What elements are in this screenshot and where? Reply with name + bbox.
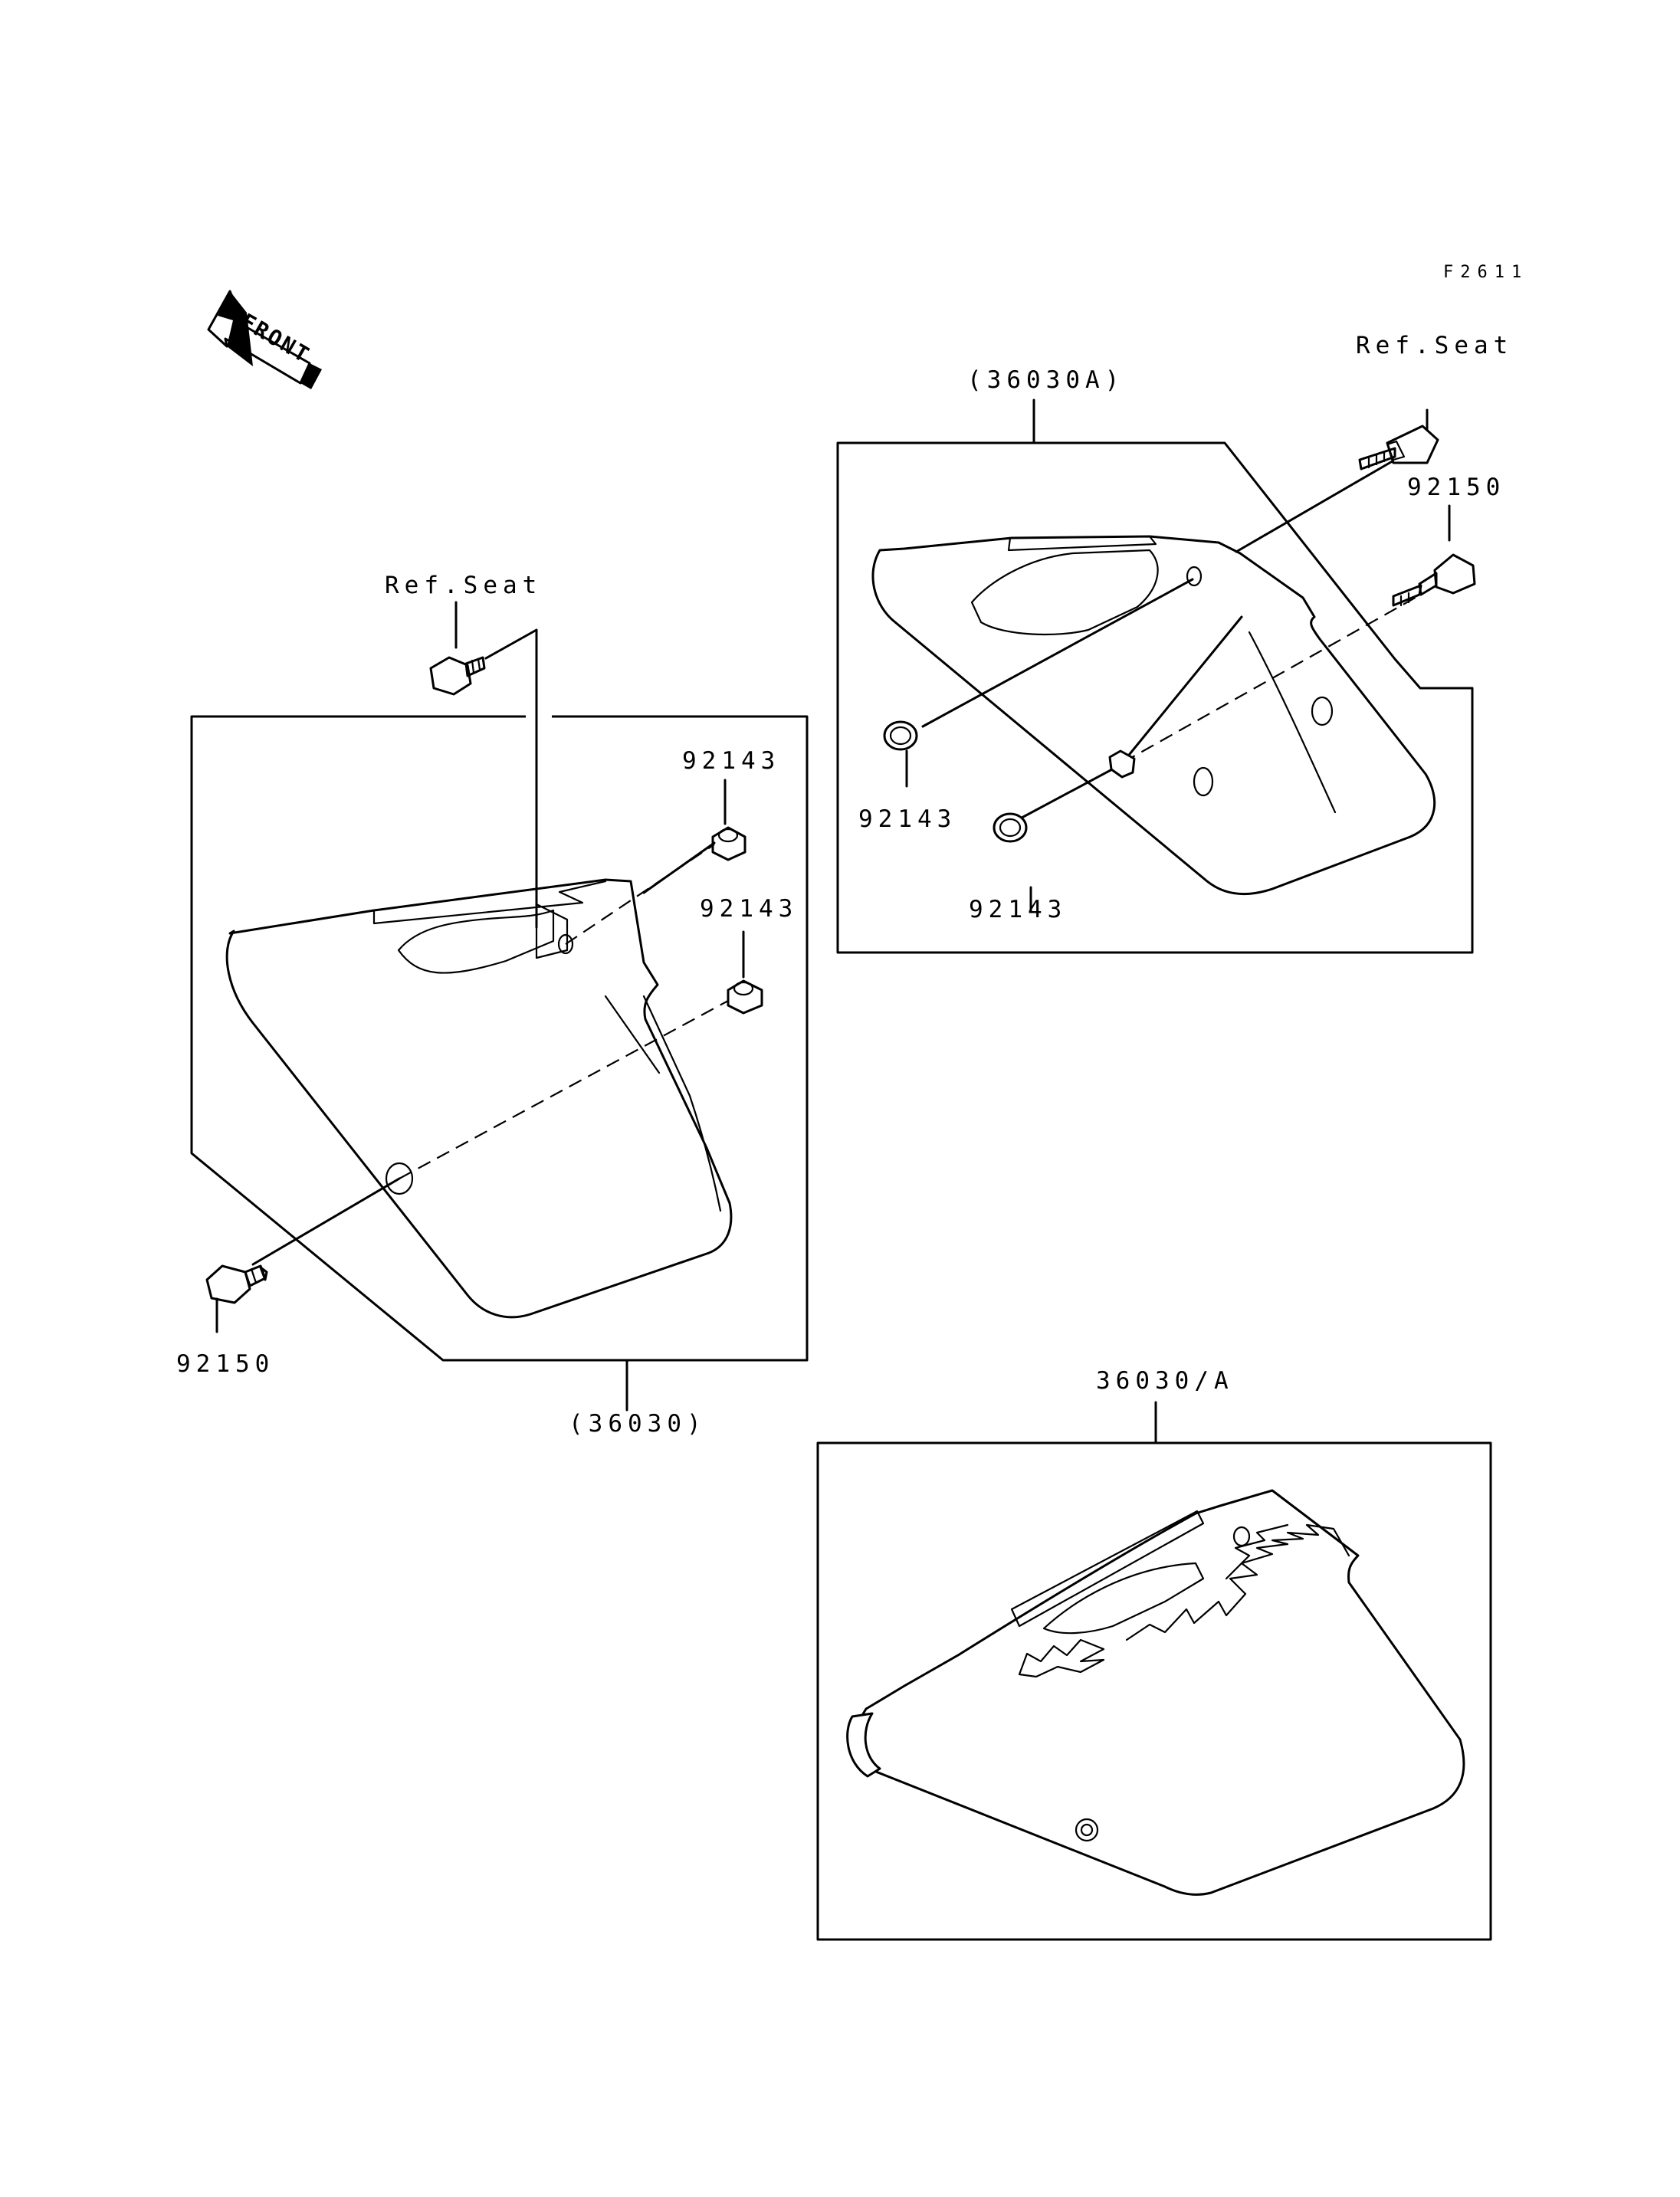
kit-label-36030: (36030): [569, 1410, 707, 1438]
collar-92143-right-upper-icon: [883, 720, 918, 788]
kit-label-36030A: (36030A): [967, 366, 1124, 394]
bolt-92150-left-icon: [205, 1264, 268, 1333]
side-cover-left: [225, 878, 733, 1319]
group-left: (36030) Ref.Seat 92143: [176, 572, 809, 1438]
bolt-ref-seat-right-icon: [1358, 425, 1439, 471]
label-92143-right-lower: 92143: [969, 896, 1067, 923]
side-cover-right: [871, 535, 1436, 896]
group-right: (36030A) Ref.Seat: [836, 332, 1513, 954]
collar-on-cover-right-icon: [1108, 749, 1136, 779]
collar-92143-right-lower-icon: [993, 812, 1028, 843]
label-92143-left-upper: 92143: [682, 747, 780, 775]
front-arrow-icon: FRONT: [207, 290, 322, 389]
label-92143-right-upper: 92143: [858, 805, 956, 833]
label-92150-left: 92150: [176, 1350, 274, 1378]
group-bottom: 36030/A: [816, 1367, 1492, 1941]
label-92150-right: 92150: [1407, 474, 1505, 501]
collar-92143-left-upper-icon: [711, 779, 746, 861]
kit-label-36030-slash-A: 36030/A: [1096, 1367, 1234, 1395]
bolt-ref-seat-left-icon: [429, 656, 486, 696]
collar-92143-left-lower-icon: [727, 930, 763, 1015]
label-ref-seat-left: Ref.Seat: [385, 572, 542, 599]
kit-box-36030A: [836, 441, 1474, 954]
kit-box-36030A-slash: [816, 1441, 1492, 1941]
kit-box-36030: [190, 715, 809, 1362]
figure-code: F2611: [1443, 263, 1528, 282]
label-92143-left-lower: 92143: [700, 895, 798, 923]
side-cover-decorated: [846, 1489, 1465, 1896]
label-ref-seat-right: Ref.Seat: [1356, 332, 1513, 359]
bolt-92150-right-icon: [1392, 553, 1476, 607]
